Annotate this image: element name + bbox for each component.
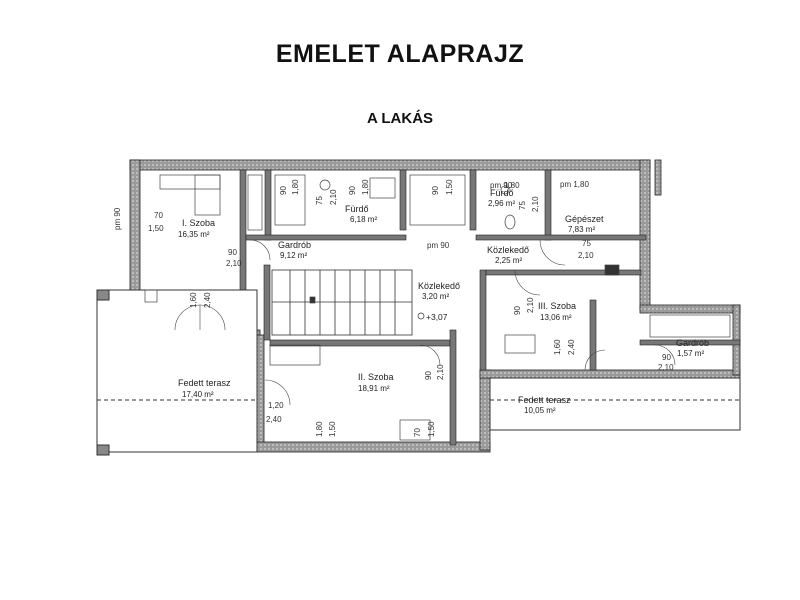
svg-text:2,10: 2,10 <box>329 189 338 205</box>
svg-text:pm 90: pm 90 <box>427 241 450 250</box>
toilet-icon <box>504 214 516 230</box>
svg-text:90: 90 <box>513 306 522 315</box>
svg-text:2,10: 2,10 <box>226 259 242 268</box>
room-area: 6,18 m² <box>350 215 377 224</box>
room-name: Közlekedő <box>418 281 460 291</box>
desk-icon-2 <box>504 334 536 354</box>
room-name: Fedett terasz <box>178 378 231 388</box>
svg-text:2,10: 2,10 <box>531 196 540 212</box>
svg-text:90: 90 <box>228 248 237 257</box>
desk-icon <box>399 419 431 441</box>
svg-text:1,50: 1,50 <box>148 224 164 233</box>
elevation-marker: +3,07 <box>417 312 448 322</box>
svg-text:1,50: 1,50 <box>445 179 454 195</box>
svg-text:2,10: 2,10 <box>526 297 535 313</box>
svg-text:1,60: 1,60 <box>189 292 198 308</box>
svg-text:70: 70 <box>154 211 163 220</box>
svg-text:1,60: 1,60 <box>553 339 562 355</box>
svg-text:90: 90 <box>662 353 671 362</box>
svg-text:2,10: 2,10 <box>578 251 594 260</box>
svg-text:1,50: 1,50 <box>328 421 337 437</box>
svg-text:75: 75 <box>582 239 591 248</box>
svg-text:1,80: 1,80 <box>504 181 520 190</box>
room-area: 17,40 m² <box>182 390 214 399</box>
room-name: Gépészet <box>565 214 604 224</box>
svg-text:90: 90 <box>279 186 288 195</box>
sink-icon <box>319 179 331 191</box>
fixtures <box>144 174 731 441</box>
svg-text:90: 90 <box>348 186 357 195</box>
svg-text:2,40: 2,40 <box>203 292 212 308</box>
room-area: 7,83 m² <box>568 225 595 234</box>
room-name: Fedett terasz <box>518 395 571 405</box>
svg-text:70: 70 <box>413 428 422 437</box>
room-name: III. Szoba <box>538 301 576 311</box>
svg-text:pm 1,80: pm 1,80 <box>560 180 589 189</box>
room-name: Gardrób <box>676 338 709 348</box>
room-area: 16,35 m² <box>178 230 210 239</box>
stair-treads <box>289 270 396 335</box>
room-name: Fürdő <box>490 188 514 198</box>
room-name: II. Szoba <box>358 372 394 382</box>
svg-text:2,10: 2,10 <box>436 364 445 380</box>
washbasin-icon <box>500 185 510 195</box>
page-subtitle: A LAKÁS <box>366 110 434 127</box>
room-area: 18,91 m² <box>358 384 390 393</box>
svg-text:1,50: 1,50 <box>427 421 436 437</box>
doors <box>174 239 676 406</box>
page-title: EMELET ALAPRAJZ <box>275 40 525 68</box>
dimension-labels: 70 1,50 pm 90 90 2,10 1,60 2,40 90 1,80 … <box>113 179 674 437</box>
bathtub-icon <box>274 174 306 226</box>
svg-text:1,80: 1,80 <box>291 179 300 195</box>
svg-text:2,10: 2,10 <box>658 363 674 372</box>
svg-text:90: 90 <box>431 186 440 195</box>
terrace-left <box>96 289 258 456</box>
svg-text:1,80: 1,80 <box>315 421 324 437</box>
room-area: 9,12 m² <box>280 251 307 260</box>
room-area: 13,06 m² <box>540 313 572 322</box>
svg-text:2,40: 2,40 <box>266 415 282 424</box>
svg-text:75: 75 <box>315 196 324 205</box>
svg-text:1,20: 1,20 <box>268 401 284 410</box>
svg-text:1,80: 1,80 <box>361 179 370 195</box>
room-name: I. Szoba <box>182 218 215 228</box>
wardrobe-icon <box>247 174 263 231</box>
room-name: Fürdő <box>345 204 369 214</box>
room-area: 3,20 m² <box>422 292 449 301</box>
staircase <box>271 269 413 336</box>
svg-text:pm 90: pm 90 <box>490 181 513 190</box>
room-area: 10,05 m² <box>524 406 556 415</box>
room-name: Gardrób <box>278 240 311 250</box>
bed-icon <box>159 174 221 190</box>
room-area: 2,25 m² <box>495 256 522 265</box>
interior-walls <box>239 169 741 446</box>
room-area: 2,96 m² <box>488 199 515 208</box>
svg-text:90: 90 <box>424 371 433 380</box>
svg-text:pm 90: pm 90 <box>113 207 122 230</box>
svg-text:2,40: 2,40 <box>567 339 576 355</box>
svg-text:75: 75 <box>518 201 527 210</box>
room-area: 1,57 m² <box>677 349 704 358</box>
elevation-label: +3,07 <box>426 312 448 322</box>
room-name: Közlekedő <box>487 245 529 255</box>
room-labels: I. Szoba 16,35 m² Fürdő 6,18 m² Fürdő 2,… <box>178 188 709 415</box>
terrace-right <box>489 377 741 431</box>
